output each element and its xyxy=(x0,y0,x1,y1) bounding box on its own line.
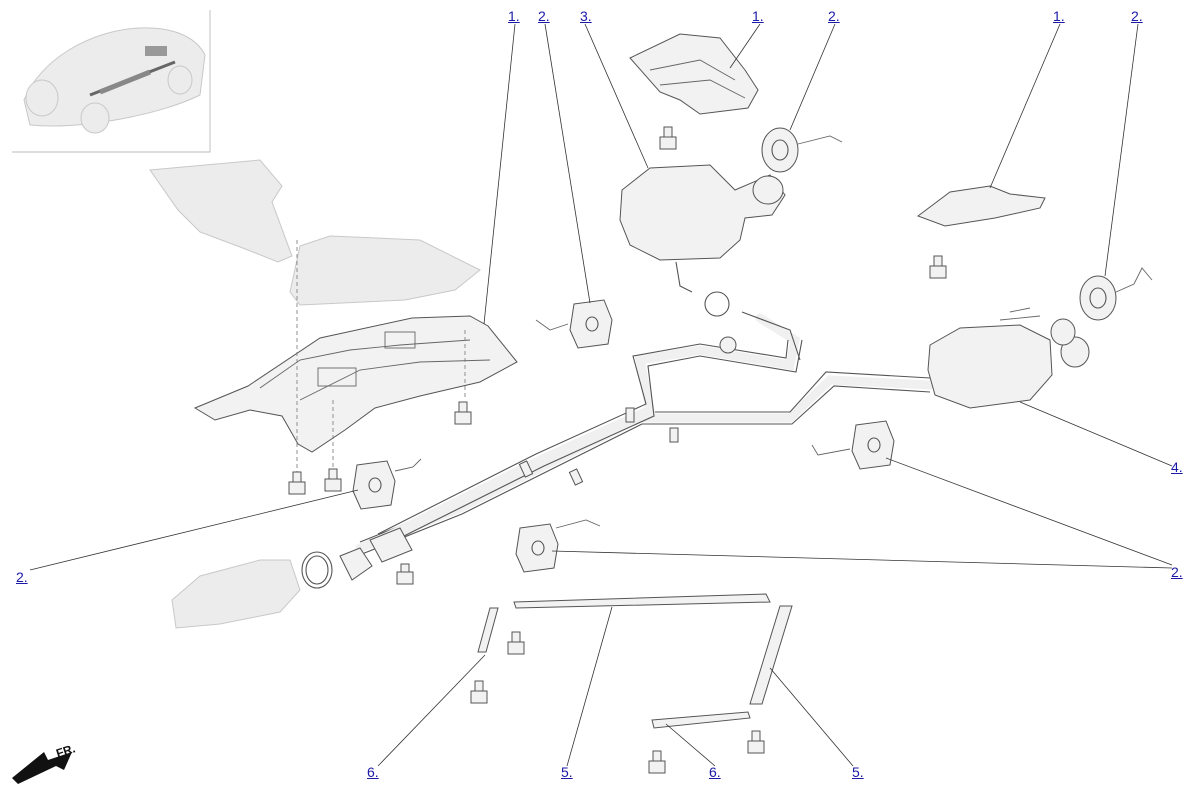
callout-2b[interactable]: 2. xyxy=(828,8,840,24)
callout-3[interactable]: 3. xyxy=(580,8,592,24)
braces xyxy=(477,593,793,729)
heat-shield-upper-faded xyxy=(149,159,481,306)
callout-4[interactable]: 4. xyxy=(1171,459,1183,475)
rear-muffler xyxy=(927,307,1090,409)
callout-2c[interactable]: 2. xyxy=(1131,8,1143,24)
heat-shield-rear-right xyxy=(916,185,1046,227)
catalytic-converter-faded xyxy=(171,559,301,629)
callout-6b[interactable]: 6. xyxy=(709,764,721,780)
callout-5a[interactable]: 5. xyxy=(561,764,573,780)
callout-2e[interactable]: 2. xyxy=(1171,564,1183,580)
rubber-hangers xyxy=(352,127,1153,573)
callout-2a[interactable]: 2. xyxy=(538,8,550,24)
callout-1c[interactable]: 1. xyxy=(1053,8,1065,24)
callout-6a[interactable]: 6. xyxy=(367,764,379,780)
callout-1a[interactable]: 1. xyxy=(508,8,520,24)
heat-shield-rear-center xyxy=(629,33,759,115)
fastening-guides xyxy=(296,240,466,472)
bolts xyxy=(288,126,947,774)
callout-2d[interactable]: 2. xyxy=(16,569,28,585)
central-muffler xyxy=(619,164,801,361)
locator-inset xyxy=(12,10,211,153)
leader-lines xyxy=(29,23,1173,767)
front-flange-gasket xyxy=(301,547,373,589)
underbody-heat-shield xyxy=(193,315,518,453)
callout-5b[interactable]: 5. xyxy=(852,764,864,780)
callout-1b[interactable]: 1. xyxy=(752,8,764,24)
arrow-icon xyxy=(12,752,72,784)
